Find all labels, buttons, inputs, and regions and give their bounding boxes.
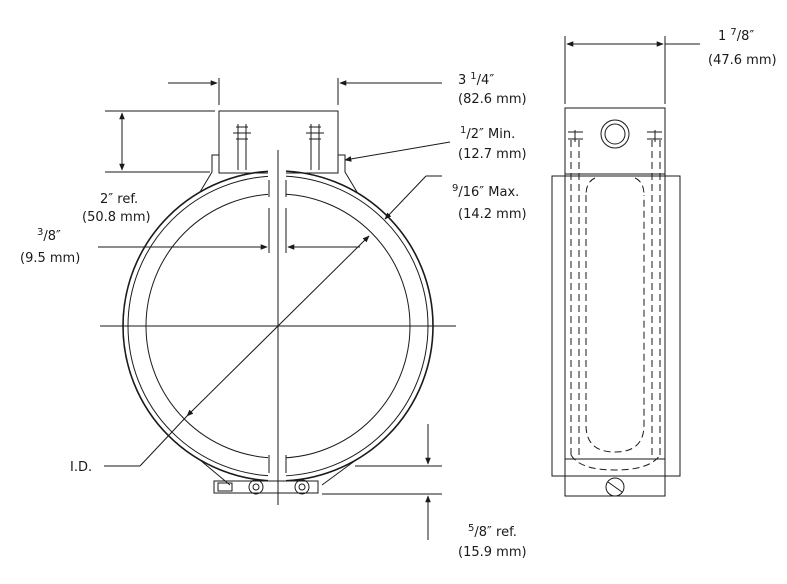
terminal-screw-left [233,124,251,170]
label-depth-imperial: 1 7/8″ [718,27,754,44]
flange-right [338,154,358,193]
label-three-eighths-metric: (9.5 mm) [20,251,80,266]
id-diameter-line [186,235,370,417]
side-band-body [551,175,681,477]
side-terminal-hole [600,119,630,149]
side-terminal-box [564,107,666,175]
terminal-screw-right [306,124,324,170]
label-width-metric: (82.6 mm) [458,92,527,107]
label-five-eighths-imperial: 5/8″ ref. [468,523,517,540]
side-clamp-screw [605,477,625,497]
label-max-metric: (14.2 mm) [458,207,527,222]
label-inner-diameter: I.D. [70,460,92,475]
clamp-assembly [199,459,357,495]
front-view [98,78,456,540]
label-half-min-imperial: 1/2″ Min. [460,125,515,142]
flange-left [199,154,219,193]
label-max-imperial: 9/16″ Max. [452,183,519,200]
label-two-ref-metric: (50.8 mm) [82,210,151,225]
top-gap [268,168,286,198]
side-view [551,36,700,497]
bottom-gap [268,453,286,483]
label-half-min-metric: (12.7 mm) [458,147,527,162]
label-five-eighths-metric: (15.9 mm) [458,545,527,560]
label-three-eighths-imperial: 3/8″ [37,227,61,244]
label-two-ref-imperial: 2″ ref. [100,192,138,207]
label-depth-metric: (47.6 mm) [708,53,777,68]
